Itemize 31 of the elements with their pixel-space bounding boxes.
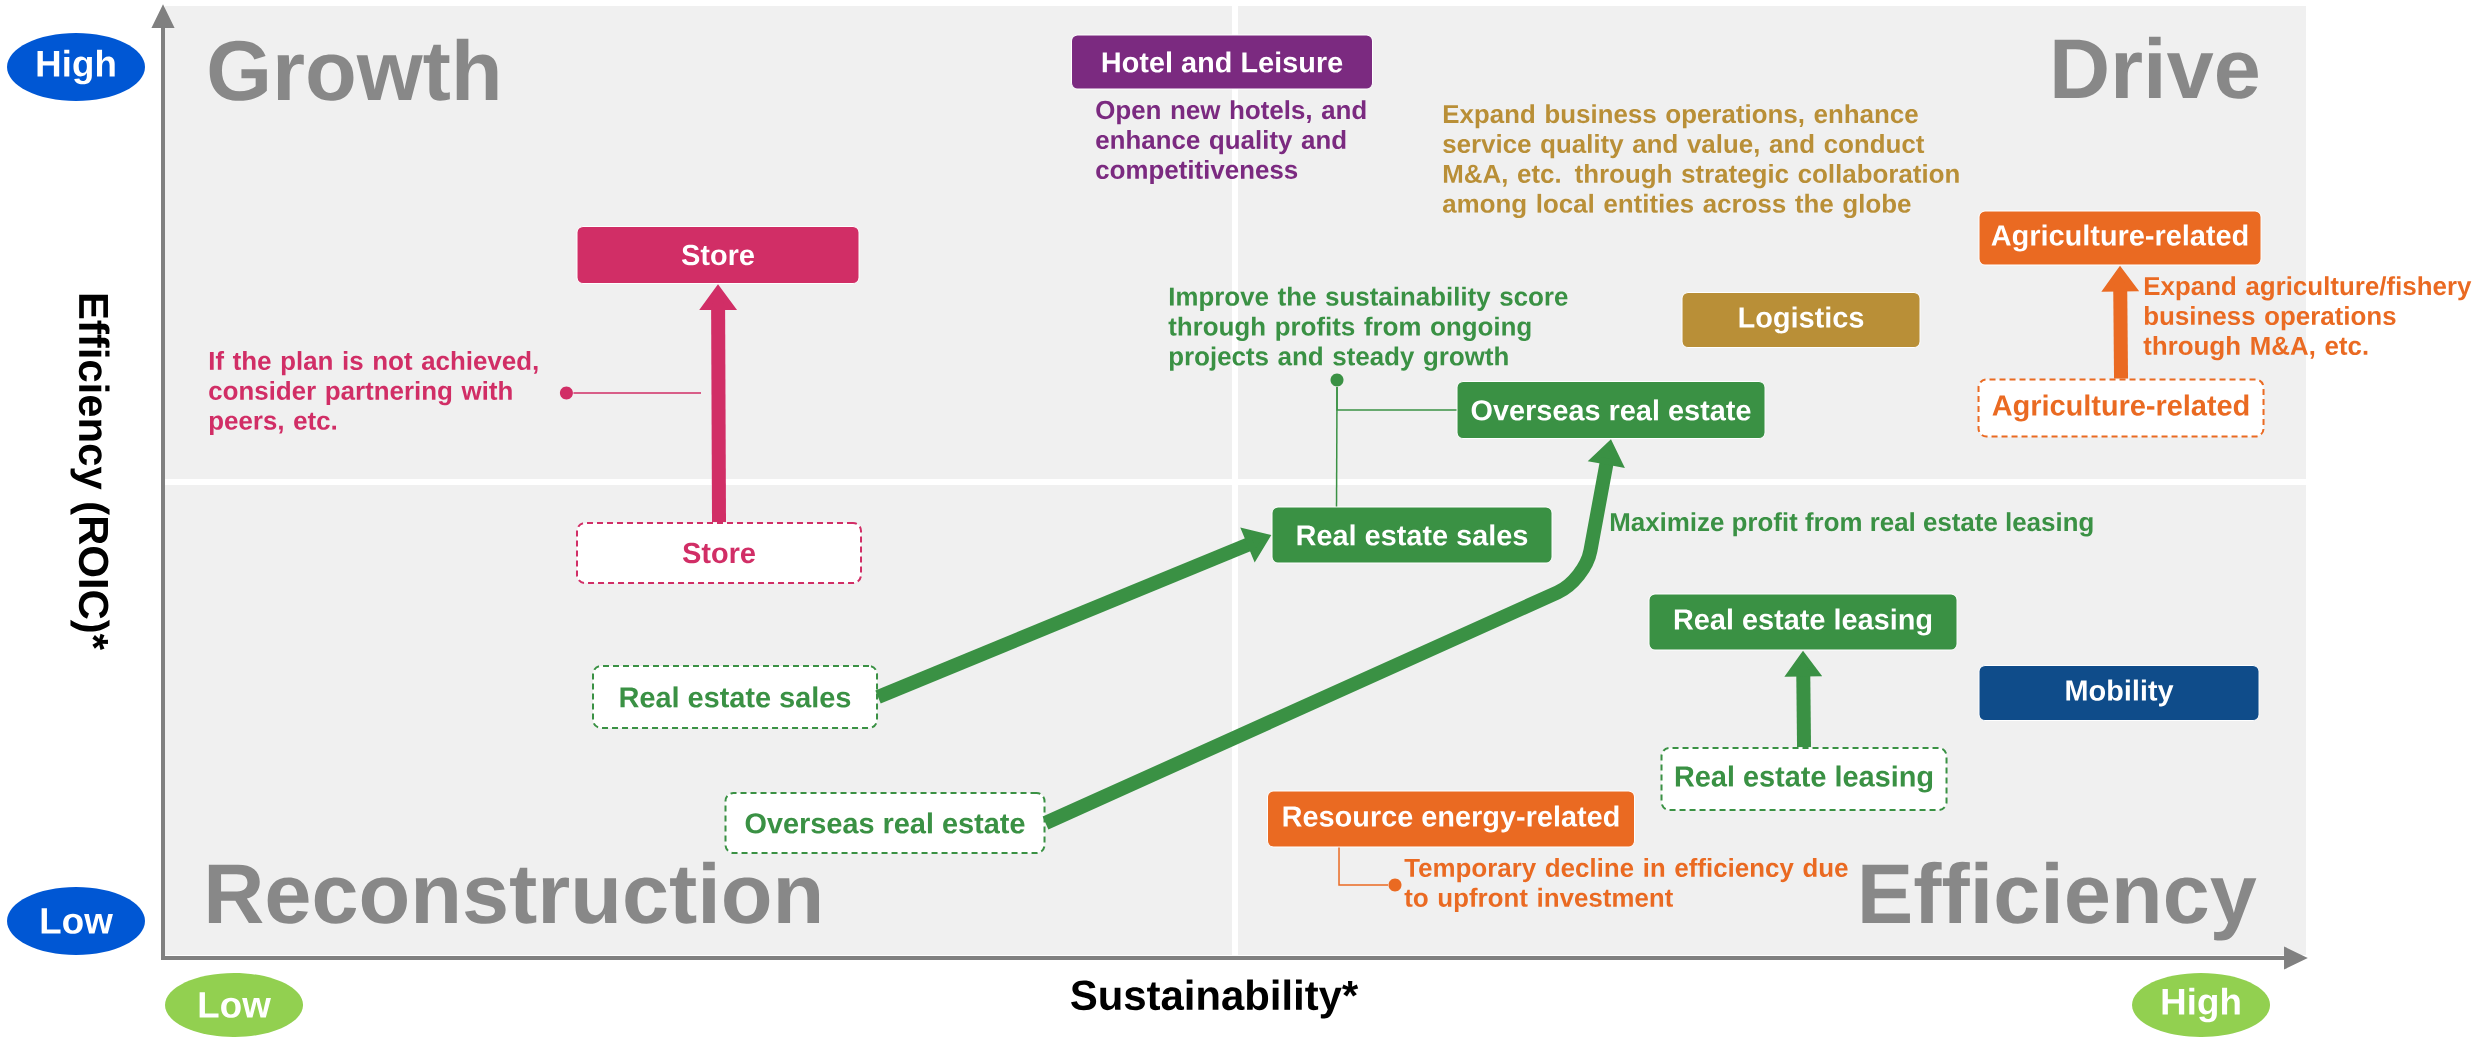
segment-box: Store <box>576 226 860 284</box>
annotation-text: Maximize profit from real estate leasing <box>1610 512 2093 537</box>
dashed-segment-box: Overseas real estate <box>724 792 1046 854</box>
dashed-segment-box: Store <box>576 522 862 584</box>
level-oval: Low <box>7 887 145 955</box>
dashed-segment-box: Agriculture-related <box>1977 378 2265 438</box>
quadrant-title: Drive <box>2054 36 2258 99</box>
segment-box: Mobility <box>1978 665 2260 721</box>
annotation-text: Expand business operations, enhance service quality and value, and conduct M&A, etc. through strategic collaboration among local entities across the globe <box>1443 104 1959 219</box>
leader-line <box>1338 846 1389 886</box>
dashed-segment-box: Real estate leasing <box>1660 747 1948 811</box>
dashed-segment-box: Real estate sales <box>592 665 878 729</box>
level-oval: Low <box>165 973 303 1037</box>
note-text: If the plan is not achieved, consider partnering with peers, etc. <box>209 351 538 435</box>
annotation-text: Expand agriculture/fishery business operations through M&A, etc. <box>2143 276 2472 361</box>
segment-box: Hotel and Leisure <box>1071 34 1373 90</box>
quadrant-title: Reconstruction <box>208 861 819 924</box>
leader-line <box>572 392 702 394</box>
level-oval: High <box>2132 973 2271 1037</box>
axis-title: Efficiency (ROIC)* <box>70 294 110 650</box>
quadrant-title: Efficiency <box>1862 861 2257 941</box>
segment-box: Resource energy-related <box>1267 790 1635 848</box>
segment-box: Logistics <box>1681 292 1921 348</box>
quadrant-title: Growth <box>209 38 498 101</box>
note-text: Temporary decline in efficiency due to upfront investment <box>1404 858 1848 912</box>
leader-line <box>1336 386 1458 411</box>
note-text: Improve the sustainability score through profits from ongoing projects and steady growth <box>1168 286 1568 371</box>
annotation-text: Open new hotels, and enhance quality and competitiveness <box>1096 100 1366 185</box>
segment-box: Overseas real estate <box>1456 381 1766 439</box>
level-oval: High <box>7 33 145 101</box>
axis-title: Sustainability* <box>1071 979 1359 1019</box>
